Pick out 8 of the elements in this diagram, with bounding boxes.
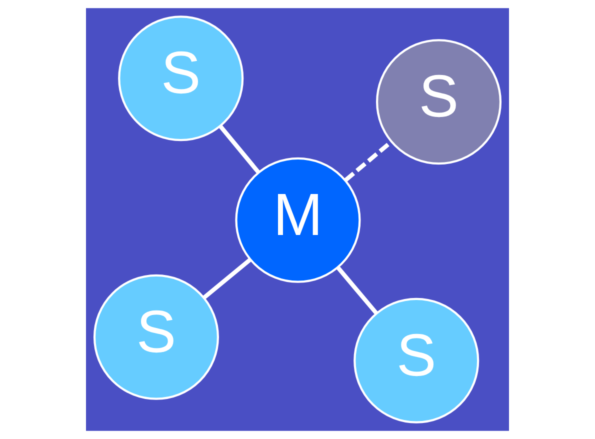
node-circle: S: [354, 298, 480, 424]
node-circle: S: [376, 39, 502, 165]
connector: [202, 258, 252, 300]
node-circle: S: [93, 274, 219, 400]
node-circle: S: [118, 16, 244, 142]
node-circle: M: [235, 157, 361, 283]
connector: [336, 266, 378, 314]
connector: [218, 125, 260, 174]
